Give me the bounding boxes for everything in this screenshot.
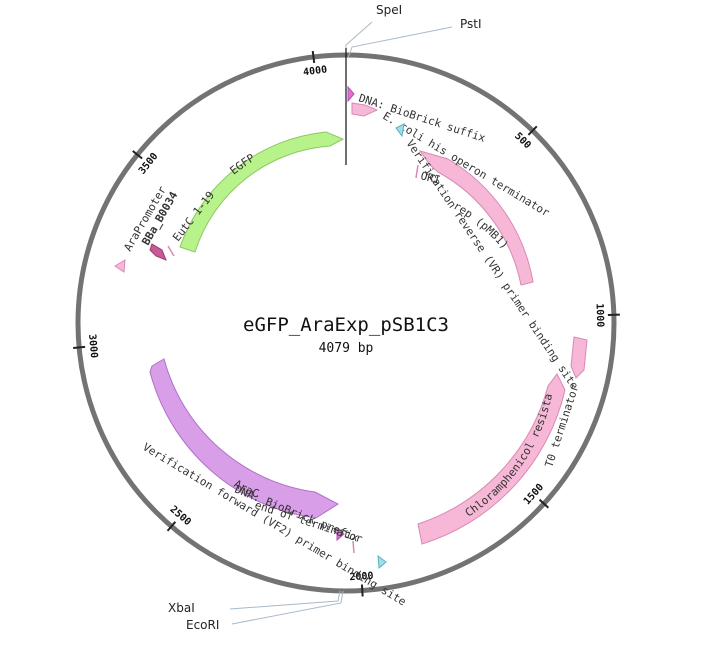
feature-cmr[interactable]	[417, 373, 566, 545]
tick-mark-2500	[166, 521, 177, 532]
xbai-leader	[229, 590, 341, 610]
feature-endterm[interactable]	[352, 540, 355, 554]
tick-label-4000: 4000	[303, 64, 328, 78]
feature-t0[interactable]	[570, 336, 588, 379]
site-psti-label[interactable]: PstI	[460, 17, 482, 31]
tick-mark-3500	[132, 150, 143, 160]
feature-prefix[interactable]	[336, 526, 345, 542]
site-ecori-label[interactable]: EcoRI	[186, 618, 219, 632]
tick-label-1000: 1000	[594, 303, 606, 327]
plasmid-name: eGFP_AraExp_pSB1C3	[243, 314, 449, 336]
psti-leader	[347, 26, 453, 59]
site-xbai-label[interactable]: XbaI	[168, 601, 195, 615]
plasmid-length: 4079 bp	[319, 341, 374, 356]
tick-mark-1500	[538, 498, 550, 509]
feature-ori-label: ORI	[419, 169, 441, 186]
site-spei-label[interactable]: SpeI	[376, 3, 402, 17]
ecori-leader	[231, 590, 344, 625]
feature-arac[interactable]	[149, 358, 339, 519]
feature-ori[interactable]	[415, 164, 419, 179]
tick-mark-3000	[73, 345, 86, 349]
feature-vr[interactable]	[395, 123, 405, 138]
feature-rep[interactable]	[418, 150, 534, 286]
feature-egfp[interactable]	[179, 131, 345, 253]
tick-mark-4000	[311, 50, 316, 64]
feature-term-top[interactable]	[351, 102, 379, 117]
tick-mark-500	[527, 125, 538, 136]
tick-mark-2000	[360, 584, 364, 597]
feature-vf2[interactable]	[377, 554, 387, 570]
feature-eutc[interactable]	[167, 245, 175, 257]
feature-rbs[interactable]	[149, 243, 167, 261]
tick-label-3000: 3000	[86, 334, 99, 359]
feature-arapromoter[interactable]	[114, 259, 126, 273]
tick-label-2000: 2000	[349, 571, 374, 583]
site-lines	[229, 21, 453, 625]
feature-suffix[interactable]	[347, 85, 355, 103]
spei-leader	[345, 21, 373, 55]
